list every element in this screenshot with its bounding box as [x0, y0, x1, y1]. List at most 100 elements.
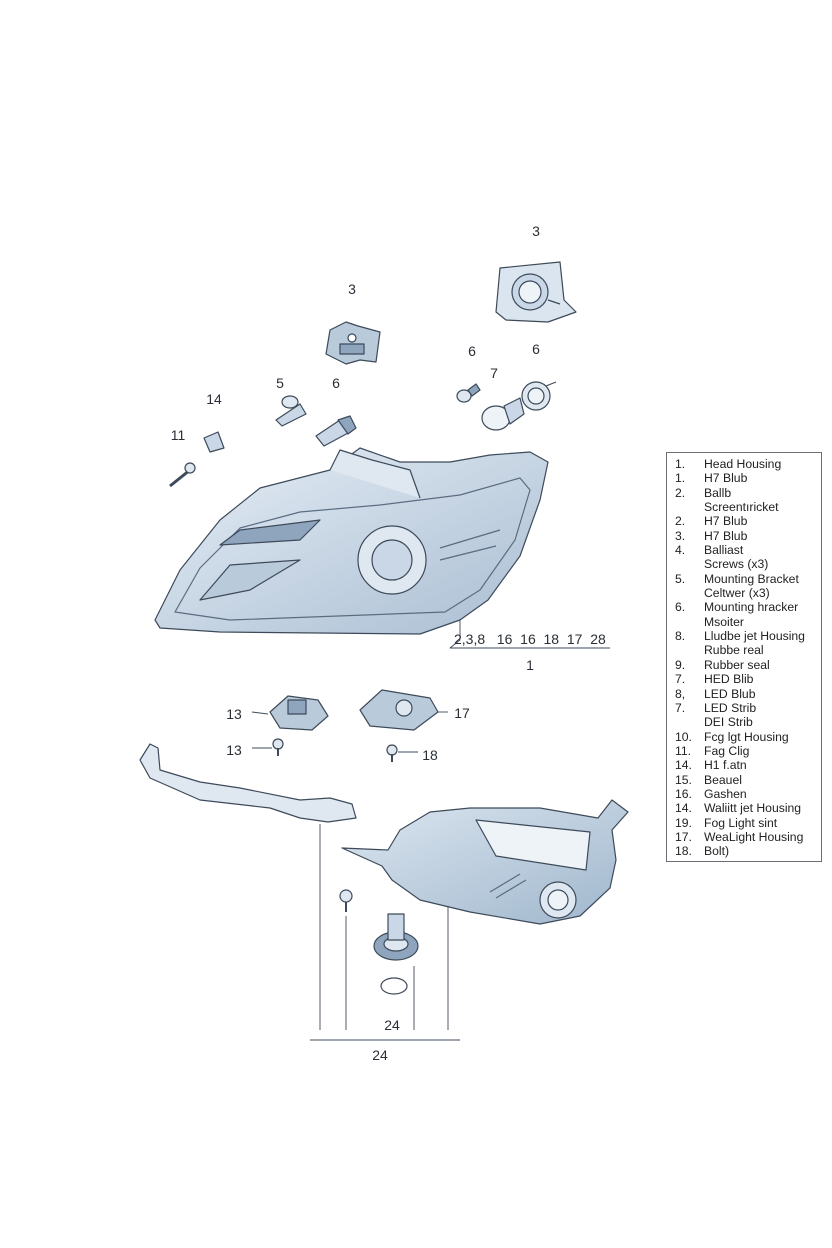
bulb-cover-cap [495, 261, 577, 323]
legend-row: Screws (x3) [675, 557, 817, 571]
legend-row: 6. Mounting hracker [675, 600, 817, 614]
legend-label: Balliast [704, 543, 744, 558]
legend-label: Lludbe jet Housing [704, 629, 805, 644]
legend-label: Screws (x3) [704, 557, 769, 572]
legend-row: 19. Fog Light sint [675, 816, 817, 830]
legend-row: DEI Strib [675, 715, 817, 729]
legend-row: 1. Head Housing [675, 457, 817, 471]
callout-17: 17 [454, 705, 470, 721]
legend-number: 8, [675, 686, 686, 701]
callout-6-left: 6 [468, 343, 476, 359]
ballast-module-13 [269, 695, 329, 731]
callout-1: 1 [526, 657, 534, 673]
legend-row: 7.LED Strib [675, 701, 817, 715]
legend-number: 5. [675, 571, 686, 586]
mounting-strip [139, 743, 357, 823]
legend-label: LED Blub [704, 686, 756, 701]
legend-number: 1. [675, 457, 686, 471]
legend-number: 8. [675, 629, 686, 644]
legend-row: 9.Rubber seal [675, 658, 817, 672]
legend-label: HED Blib [704, 672, 754, 687]
callout-7: 7 [490, 365, 498, 381]
legend-row: 2.H7 Blub [675, 514, 817, 528]
legend-row: 8, LED Blub [675, 687, 817, 701]
legend-label: Head Housing [704, 457, 782, 471]
legend-label: Screentıricket [704, 500, 779, 515]
legend-number: 1. [675, 471, 686, 486]
callout-6-right: 6 [532, 341, 540, 357]
legend-number: 7. [675, 672, 686, 687]
fog-light-tray [341, 799, 629, 925]
legend-number: 2. [675, 485, 686, 500]
legend-row: 14. H1 f.atn [675, 758, 817, 772]
callout-3-cover: 3 [532, 223, 540, 239]
bulb-small-wedge [456, 383, 481, 403]
legend-row: 8. Lludbe jet Housing [675, 629, 817, 643]
legend-label: H7 Blub [704, 528, 748, 543]
legend-row: 4. Balliast [675, 543, 817, 557]
legend-number: 16. [675, 786, 692, 801]
bolt-18 [386, 744, 398, 762]
legend-row: 17.WeaLight Housing [675, 830, 817, 844]
legend-row: 1. H7 Blub [675, 471, 817, 485]
legend-label: Celtwer (x3) [704, 586, 770, 601]
legend-number: 14. [675, 801, 692, 816]
legend-row: 3.H7 Blub [675, 529, 817, 543]
legend-row: 7. HED Blib [675, 672, 817, 686]
legend-number: 18. [675, 844, 692, 859]
callout-5: 5 [276, 375, 284, 391]
legend-number: 10. [675, 729, 692, 744]
legend-number [675, 557, 704, 571]
legend-label: LED Strib [704, 700, 757, 715]
legend-label: Bolt) [704, 844, 730, 859]
legend-number [675, 586, 704, 600]
legend-number: 4. [675, 543, 686, 558]
fog-bulb-socket [373, 913, 419, 961]
legend-label: Msoiter [704, 614, 744, 629]
legend-label: Mounting hracker [704, 600, 799, 615]
legend-number: 19. [675, 815, 692, 830]
legend-label: Gashen [704, 786, 747, 801]
leader-lines [251, 620, 610, 1041]
legend-number: 15. [675, 772, 692, 787]
legend-row: Rubbe real [675, 643, 817, 657]
legend-label: Ballb [704, 485, 732, 500]
callout-11: 11 [171, 427, 186, 443]
screw-13 [272, 738, 284, 756]
legend-number: 6. [675, 600, 686, 615]
legend-label: Mounting Bracket [704, 571, 799, 586]
mounting-bracket-plate [325, 321, 381, 365]
legend-label: H7 Blub [704, 514, 748, 529]
bulb-socket [521, 381, 557, 411]
callout-18: 18 [422, 747, 438, 763]
legend-row: Msoiter [675, 615, 817, 629]
headlight-housing [154, 447, 549, 635]
legend-row: Celtwer (x3) [675, 586, 817, 600]
bulb-h7-left [275, 395, 307, 427]
legend-number: 14. [675, 758, 692, 773]
callout-24-inner: 24 [384, 1017, 400, 1033]
legend-row: 18. Bolt) [675, 844, 817, 858]
legend-row: Screentıricket [675, 500, 817, 514]
bulb-glass-large [481, 397, 525, 431]
callout-3-bracket: 3 [348, 281, 356, 297]
screw-11 [169, 462, 196, 488]
bulb-h7-center [315, 415, 357, 447]
legend-label: Fcg lgt Housing [704, 729, 789, 744]
legend-row: 15.Beauel [675, 773, 817, 787]
grommet-clip [203, 431, 225, 453]
o-ring-seal [380, 977, 408, 995]
callout-24-group: 24 [372, 1047, 388, 1063]
ballast-module-17 [359, 689, 439, 731]
callout-13-module: 13 [226, 706, 242, 722]
legend-row: 2. Ballb [675, 486, 817, 500]
legend-label: Rubber seal [704, 657, 770, 672]
legend-row: 14.Waliitt jet Housing [675, 801, 817, 815]
legend-label: H7 Blub [704, 471, 748, 486]
legend-label: H1 f.atn [704, 758, 747, 773]
callout-14: 14 [206, 391, 222, 407]
legend-label: Fog Light sint [704, 815, 778, 830]
callout-group-top: 2,3,8 16 16 18 17 28 [454, 631, 606, 647]
legend-row: 5. Mounting Bracket [675, 572, 817, 586]
